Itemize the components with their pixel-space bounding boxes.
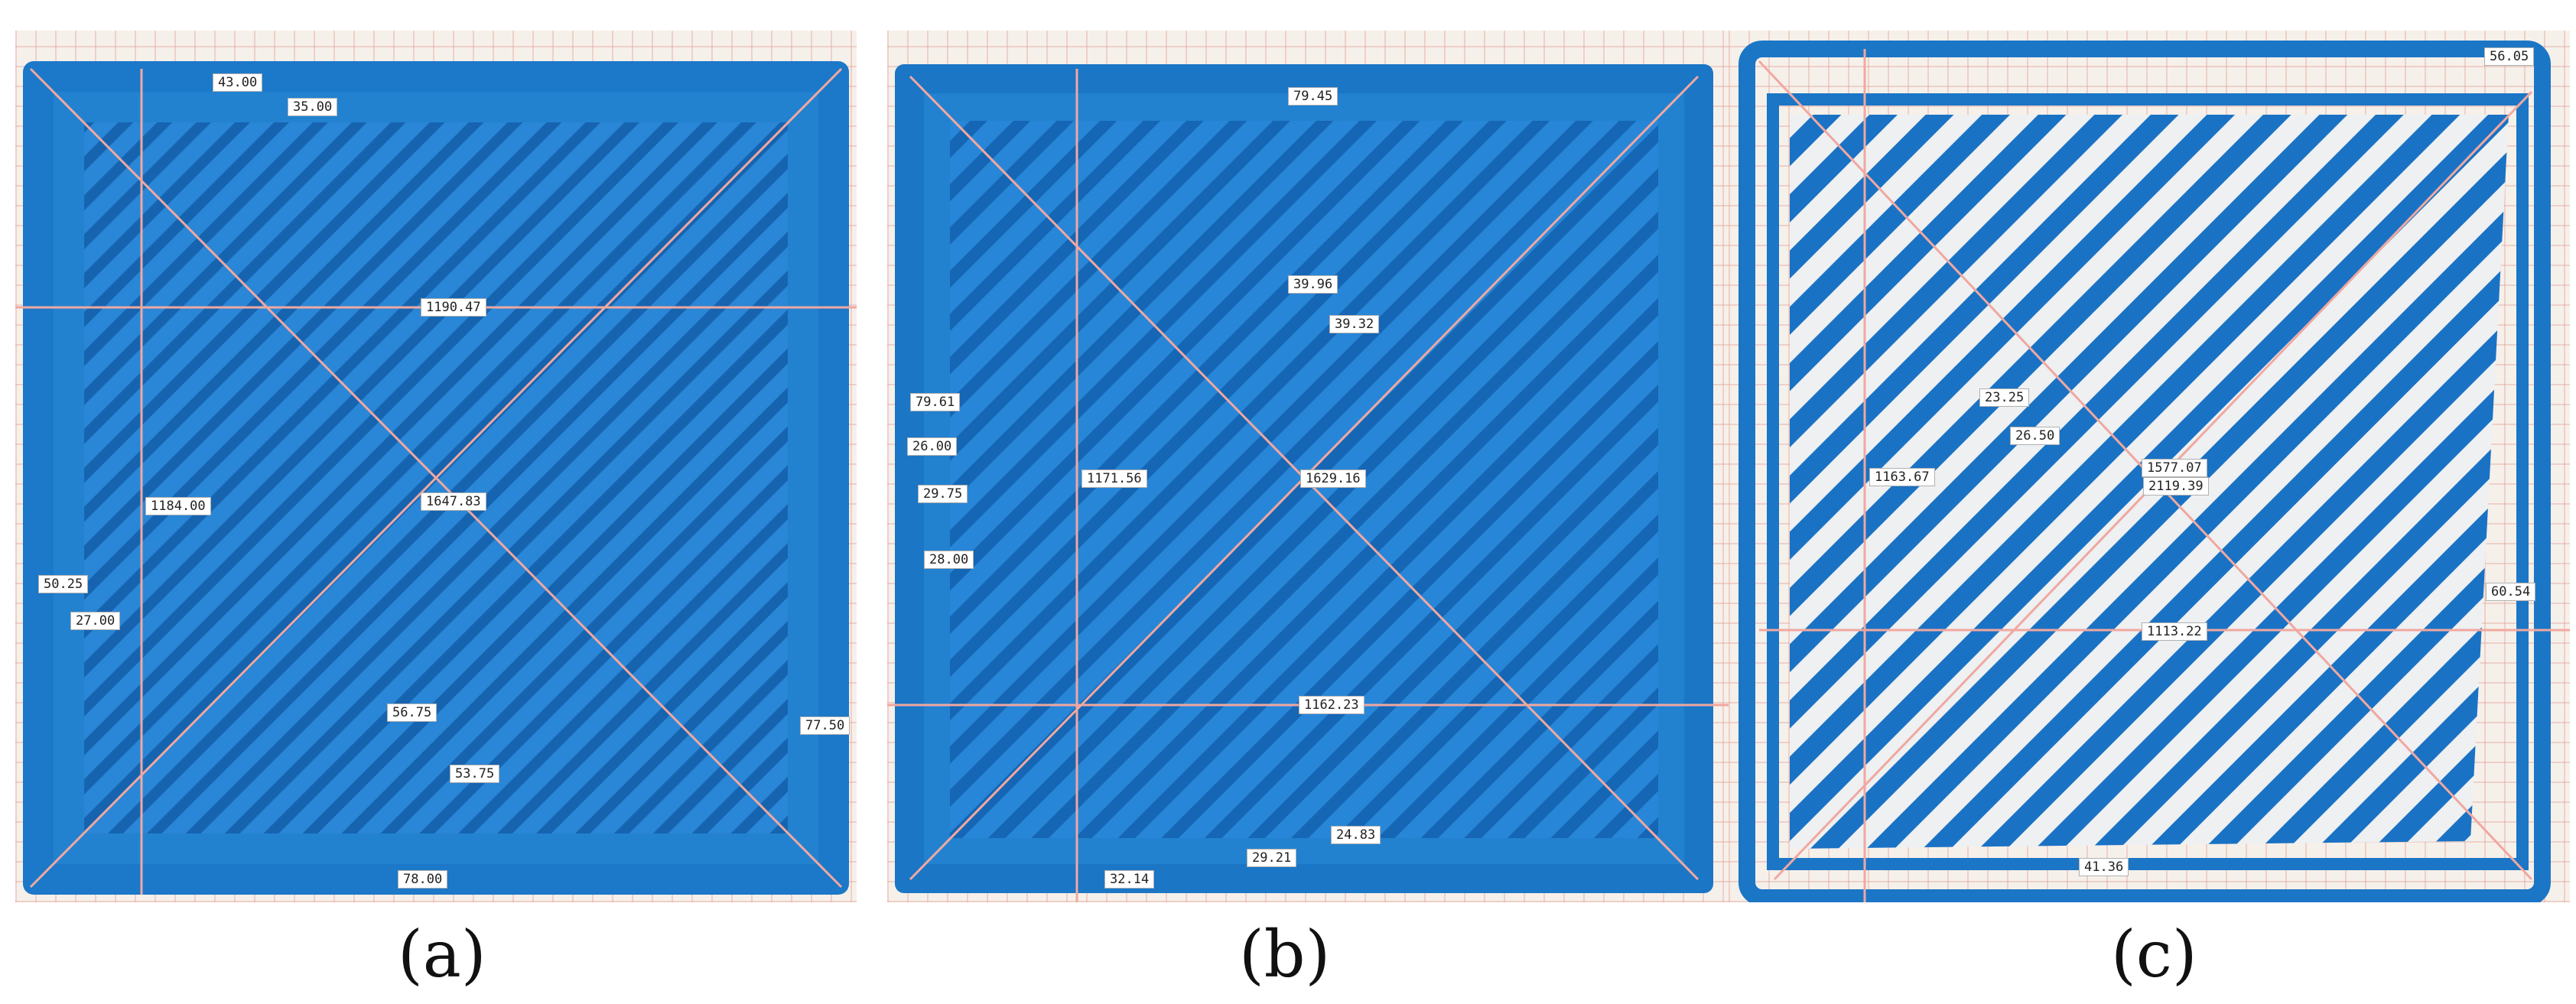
panel-c-image: 56.05 23.25 26.50 1577.07 2119.39 1163.6… [1729,31,2570,902]
measurement-label: 43.00 [213,73,263,92]
measurement-label: 1190.47 [421,298,486,317]
caption-b: (b) [1239,917,1331,992]
caption-c: (c) [2111,917,2197,992]
measurement-label: 60.54 [2486,583,2536,601]
measurement-label: 53.75 [450,765,500,783]
panel-b-print-drawing [887,64,1729,902]
measurement-label: 27.00 [70,612,121,630]
measurement-label: 56.75 [387,703,437,722]
measurement-label: 79.45 [1288,87,1338,106]
measurement-label: 79.61 [910,393,961,411]
measurement-label: 1647.83 [421,492,486,511]
measurement-label: 1577.07 [2142,459,2207,477]
measurement-label: 35.00 [288,98,338,116]
measurement-label: 1171.56 [1081,470,1147,488]
measurement-label: 29.21 [1247,849,1297,867]
measurement-label: 56.05 [2484,47,2535,66]
measurement-label: 24.83 [1331,826,1381,844]
measurement-label: 26.00 [907,437,958,456]
measurement-label: 1629.16 [1300,470,1366,488]
measurement-label: 32.14 [1104,870,1155,889]
measurement-label: 28.00 [924,551,974,569]
caption-a: (a) [398,917,486,992]
measurement-label: 50.25 [38,575,89,593]
measurement-label: 39.32 [1329,315,1380,333]
measurement-label: 77.50 [800,716,851,735]
panel-a-image: 43.00 35.00 1190.47 1184.00 1647.83 50.2… [15,31,857,902]
measurement-label: 78.00 [398,870,448,889]
measurement-label: 41.36 [2079,858,2129,876]
measurement-label: 39.96 [1288,275,1338,294]
measurement-label: 1163.67 [1869,468,1935,486]
measurement-label: 2119.39 [2143,477,2209,496]
measurement-label: 1113.22 [2142,622,2207,641]
measurement-label: 1162.23 [1299,696,1364,714]
measurement-label: 23.25 [1979,388,2030,407]
panel-a-print-drawing [15,61,857,895]
measurement-label: 26.50 [2010,427,2060,445]
measurement-label: 29.75 [918,485,968,503]
measurement-label: 1184.00 [145,497,211,515]
panel-b-image: 79.45 39.96 39.32 79.61 26.00 29.75 28.0… [887,31,1729,902]
